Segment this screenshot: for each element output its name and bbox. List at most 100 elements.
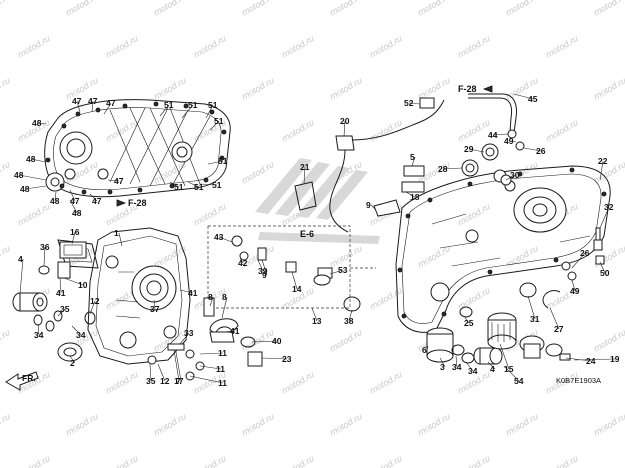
callout-leader-line [405, 191, 416, 198]
watermark-text: motod.ru [104, 453, 140, 468]
callout-leader-line [107, 179, 120, 182]
part-callout-label: 52 [404, 98, 414, 108]
callout-leader-line [36, 122, 47, 125]
callout-leader-line [209, 296, 214, 307]
part-callout-label: 31 [530, 314, 540, 324]
part-callout-label: 4 [18, 254, 23, 264]
part-callout-label: 34 [34, 330, 44, 340]
part-callout-label: 41 [188, 288, 198, 298]
callout-leader-line [37, 323, 40, 336]
part-callout-label: 8 [208, 292, 213, 302]
callout-leader-line [57, 308, 66, 317]
watermark-text: motod.ru [328, 327, 364, 353]
watermark-text: motod.ru [592, 411, 625, 437]
callout-leader-line [329, 269, 344, 275]
watermark-text: motod.ru [280, 369, 316, 395]
part-callout-label: 38 [344, 316, 354, 326]
watermark-text: motod.ru [0, 411, 12, 437]
watermark-text: motod.ru [240, 0, 276, 18]
watermark-text: motod.ru [0, 243, 12, 269]
callout-leader-line [18, 174, 47, 181]
part-callout-label: 20 [340, 116, 350, 126]
callout-leader-line [599, 206, 610, 229]
callout-leader-line [565, 357, 592, 362]
part-callout-label: 34 [76, 330, 86, 340]
front-arrow-icon [5, 371, 39, 391]
watermark-text: motod.ru [240, 159, 276, 185]
watermark-text: motod.ru [456, 33, 492, 59]
watermark-text: motod.ru [456, 453, 492, 468]
watermark-text: motod.ru [544, 117, 580, 143]
watermark-text: motod.ru [328, 0, 364, 18]
part-callout-label: 48 [72, 208, 82, 218]
watermark-text: motod.ru [504, 243, 540, 269]
front-indicator-label: FR. [22, 373, 36, 383]
part-callout-label: 18 [410, 192, 420, 202]
part-callout-label: 19 [610, 354, 620, 364]
ref-tag-left: F-28 [128, 198, 147, 208]
part-callout-label: 13 [312, 316, 322, 326]
part-callout-label: 51 [218, 156, 228, 166]
watermark-text: motod.ru [368, 453, 404, 468]
watermark-text: motod.ru [416, 0, 452, 18]
callout-leader-line [523, 147, 542, 152]
watermark-text: motod.ru [0, 75, 12, 101]
watermark-text: motod.ru [544, 453, 580, 468]
part-callout-label: 36 [40, 242, 50, 252]
boxed-subassembly [147, 225, 376, 381]
callout-leader-line [71, 231, 76, 245]
part-callout-label: 27 [554, 324, 564, 334]
watermark-text: motod.ru [456, 285, 492, 311]
watermark-text: motod.ru [64, 411, 100, 437]
callout-leader-line [465, 361, 474, 372]
part-callout-label: 47 [114, 176, 124, 186]
callout-leader-line [487, 361, 496, 370]
part-callout-label: 47 [72, 96, 82, 106]
callout-leader-line [221, 296, 228, 319]
callout-leader-line [303, 166, 306, 185]
watermark-text: motod.ru [0, 327, 12, 353]
callout-leader-line [103, 102, 112, 115]
watermark-text: motod.ru [280, 453, 316, 468]
callout-leader-line [439, 357, 446, 368]
part-callout-label: 47 [106, 98, 116, 108]
ref-tag-top: F-28 [458, 84, 477, 94]
watermark-text: motod.ru [504, 0, 540, 18]
watermark-text: motod.ru [240, 327, 276, 353]
watermark-text: motod.ru [192, 201, 228, 227]
part-callout-label: 42 [238, 258, 248, 268]
watermark-text: motod.ru [504, 411, 540, 437]
watermark-text: motod.ru [192, 453, 228, 468]
part-callout-label: 33 [184, 328, 194, 338]
part-callout-label: 32 [604, 202, 614, 212]
callout-leader-line [187, 181, 200, 188]
watermark-text: motod.ru [0, 159, 12, 185]
part-callout-label: 10 [78, 280, 88, 290]
callout-leader-line [508, 140, 517, 143]
watermark-text: motod.ru [368, 33, 404, 59]
left-crankcase-half [57, 227, 191, 365]
part-callout-label: 21 [300, 162, 310, 172]
callout-leader-line [370, 204, 377, 211]
callout-leader-line [89, 193, 98, 202]
callout-leader-line [599, 261, 606, 274]
part-callout-label: 48 [26, 154, 36, 164]
part-callout-label: 47 [88, 96, 98, 106]
callout-leader-line [71, 325, 82, 336]
watermark-text: motod.ru [280, 33, 316, 59]
watermark-text: motod.ru [368, 369, 404, 395]
callout-leader-line [69, 199, 78, 214]
part-callout-label: 49 [570, 286, 580, 296]
part-callout-label: 28 [438, 164, 448, 174]
callout-leader-line [205, 104, 214, 119]
part-callout-label: 26 [580, 248, 590, 258]
part-callout-label: 11 [218, 378, 227, 388]
callout-leader-line [19, 258, 24, 295]
watermark-text: motod.ru [416, 411, 452, 437]
callout-leader-line [513, 93, 534, 100]
callout-leader-line [199, 365, 222, 370]
watermark-text: motod.ru [544, 33, 580, 59]
part-callout-label: 30 [510, 170, 520, 180]
callout-leader-line [91, 100, 94, 113]
